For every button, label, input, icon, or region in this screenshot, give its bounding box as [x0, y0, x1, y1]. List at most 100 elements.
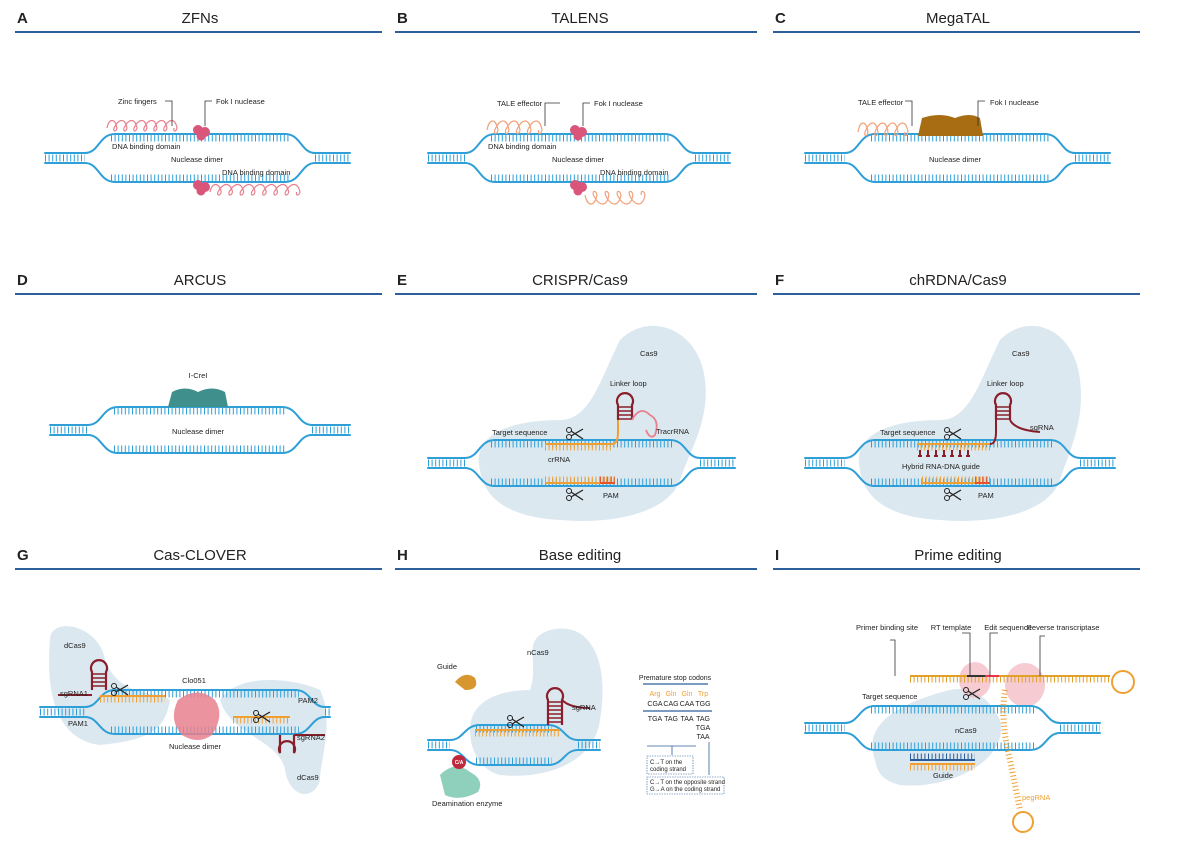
leader-line [582, 102, 590, 126]
protein-coil [106, 119, 178, 132]
label-clo051: Clo051 [182, 676, 206, 685]
scissors-handle [566, 495, 572, 501]
label-guide: Guide [437, 662, 457, 671]
dna-strand-bottom [804, 467, 1116, 487]
panel-title: CRISPR/Cas9 [532, 272, 628, 289]
panel-letter: E [397, 272, 407, 289]
scissors-icon [944, 488, 962, 501]
label-fok-nuclease: Fok I nuclease [990, 98, 1039, 107]
label-reverse-transcriptase: Reverse transcriptase [1027, 623, 1100, 632]
pam-site [600, 476, 615, 484]
dcas9-blob [220, 680, 327, 794]
fok-subunit [196, 131, 206, 141]
panel-b-header: B TALENS [397, 10, 609, 27]
scissors-icon [566, 427, 584, 440]
guide-protein-icon [455, 674, 477, 690]
panel-f-labels: Cas9 Linker loop sgRNA Target sequence H… [880, 349, 1054, 500]
note-box [646, 755, 694, 775]
panel-e-labels: Cas9 Linker loop TracrRNA Target sequenc… [492, 349, 689, 500]
panel-letter: D [17, 272, 28, 289]
scissors-blades [115, 684, 129, 696]
scissors-handle [944, 434, 950, 440]
dna-double-helix [427, 724, 601, 766]
hairpin-loop-icon [89, 659, 109, 690]
leader-line [905, 100, 913, 126]
stop-codon: TAA [696, 734, 709, 741]
hairpin-loop-icon [277, 735, 297, 754]
label-tale-effector: TALE effector [858, 98, 904, 107]
panel-title: Prime editing [914, 547, 1002, 564]
label-pam: PAM [978, 491, 994, 500]
dna-nucleotide-marker [934, 450, 938, 457]
pegrna-primer [910, 675, 1110, 683]
label-ncas9: nCas9 [955, 726, 977, 735]
stop-codon: TGA [696, 725, 711, 732]
label-dna-binding-domain: DNA binding domain [112, 142, 180, 151]
panel-title: ARCUS [174, 272, 227, 289]
amino-acid: Gln [666, 691, 677, 698]
dna-nucleotide-marker [950, 450, 954, 457]
fok-nuclease-icon [570, 180, 587, 196]
scissors-icon [111, 683, 129, 696]
panel-title: Cas-CLOVER [153, 547, 247, 564]
leader-line [544, 102, 560, 126]
label-linker-loop: Linker loop [987, 379, 1024, 388]
dna-nucleotide-marker [966, 450, 970, 457]
label-fok-nuclease: Fok I nuclease [594, 99, 643, 108]
dna-strand-top [804, 439, 1116, 459]
hybrid-guide [917, 443, 990, 451]
fok-nuclease-icon [193, 180, 210, 196]
scissors-handle [566, 427, 572, 433]
panel-b-labels: TALE effector Fok I nuclease DNA binding… [488, 99, 668, 177]
deamination-enzyme-icon [440, 766, 481, 798]
panel-i-header: I Prime editing [775, 547, 1002, 564]
pegrna-stem [1000, 689, 1023, 811]
label-cas9: Cas9 [640, 349, 658, 358]
panel-letter: G [17, 547, 29, 564]
panel-letter: I [775, 547, 779, 564]
panel-a-header: A ZFNs [17, 10, 218, 27]
hairpin-stem [277, 735, 297, 754]
leader-line [962, 632, 971, 676]
panel-title: Base editing [539, 547, 622, 564]
codon: CAA [680, 701, 695, 708]
note-2-line-1: C→T on the opposite strand [650, 780, 725, 786]
dna-strand-top [427, 439, 736, 459]
protein-coil [857, 122, 909, 137]
tracrrna-loop [631, 410, 658, 438]
panel-d-labels: I-CreI Nuclease dimer [172, 371, 225, 436]
dna-strand-bottom [427, 467, 736, 487]
scissors-icon [944, 427, 962, 440]
panel-letter: H [397, 547, 408, 564]
label-ncas9: nCas9 [527, 648, 549, 657]
codon: TGG [695, 701, 710, 708]
panel-i-labels: Primer binding site RT template Edit seq… [856, 623, 1100, 802]
label-dna-binding-domain-2: DNA binding domain [222, 168, 290, 177]
dna-double-helix [427, 439, 736, 487]
label-target-sequence: Target sequence [862, 692, 917, 701]
fok-subunit [573, 131, 583, 141]
panel-letter: F [775, 272, 784, 289]
scissors-handle [111, 683, 117, 689]
label-dcas9-2: dCas9 [297, 773, 319, 782]
label-linker-loop: Linker loop [610, 379, 647, 388]
linker [989, 420, 997, 445]
sgrna-tail [1009, 419, 1041, 433]
stop-codon: TGA [648, 716, 663, 723]
panel-c-labels: TALE effector Fok I nuclease Nuclease di… [858, 98, 1039, 164]
panel-h-labels: nCas9 Guide sgRNA Deamination enzyme C/A [432, 648, 596, 808]
scissors-handle [566, 434, 572, 440]
label-dna-binding-domain: DNA binding domain [488, 142, 556, 151]
guide-1 [100, 695, 165, 703]
label-cas9: Cas9 [1012, 349, 1030, 358]
panel-letter: A [17, 10, 28, 27]
linker [611, 420, 619, 445]
panel-letter: B [397, 10, 408, 27]
panel-letter: C [775, 10, 786, 27]
scissors-icon [253, 710, 271, 723]
label-fok-nuclease: Fok I nuclease [216, 97, 265, 106]
fok-subunit [573, 186, 583, 196]
codon: CGA [647, 701, 663, 708]
megatal-nuclease-icon [918, 115, 983, 136]
